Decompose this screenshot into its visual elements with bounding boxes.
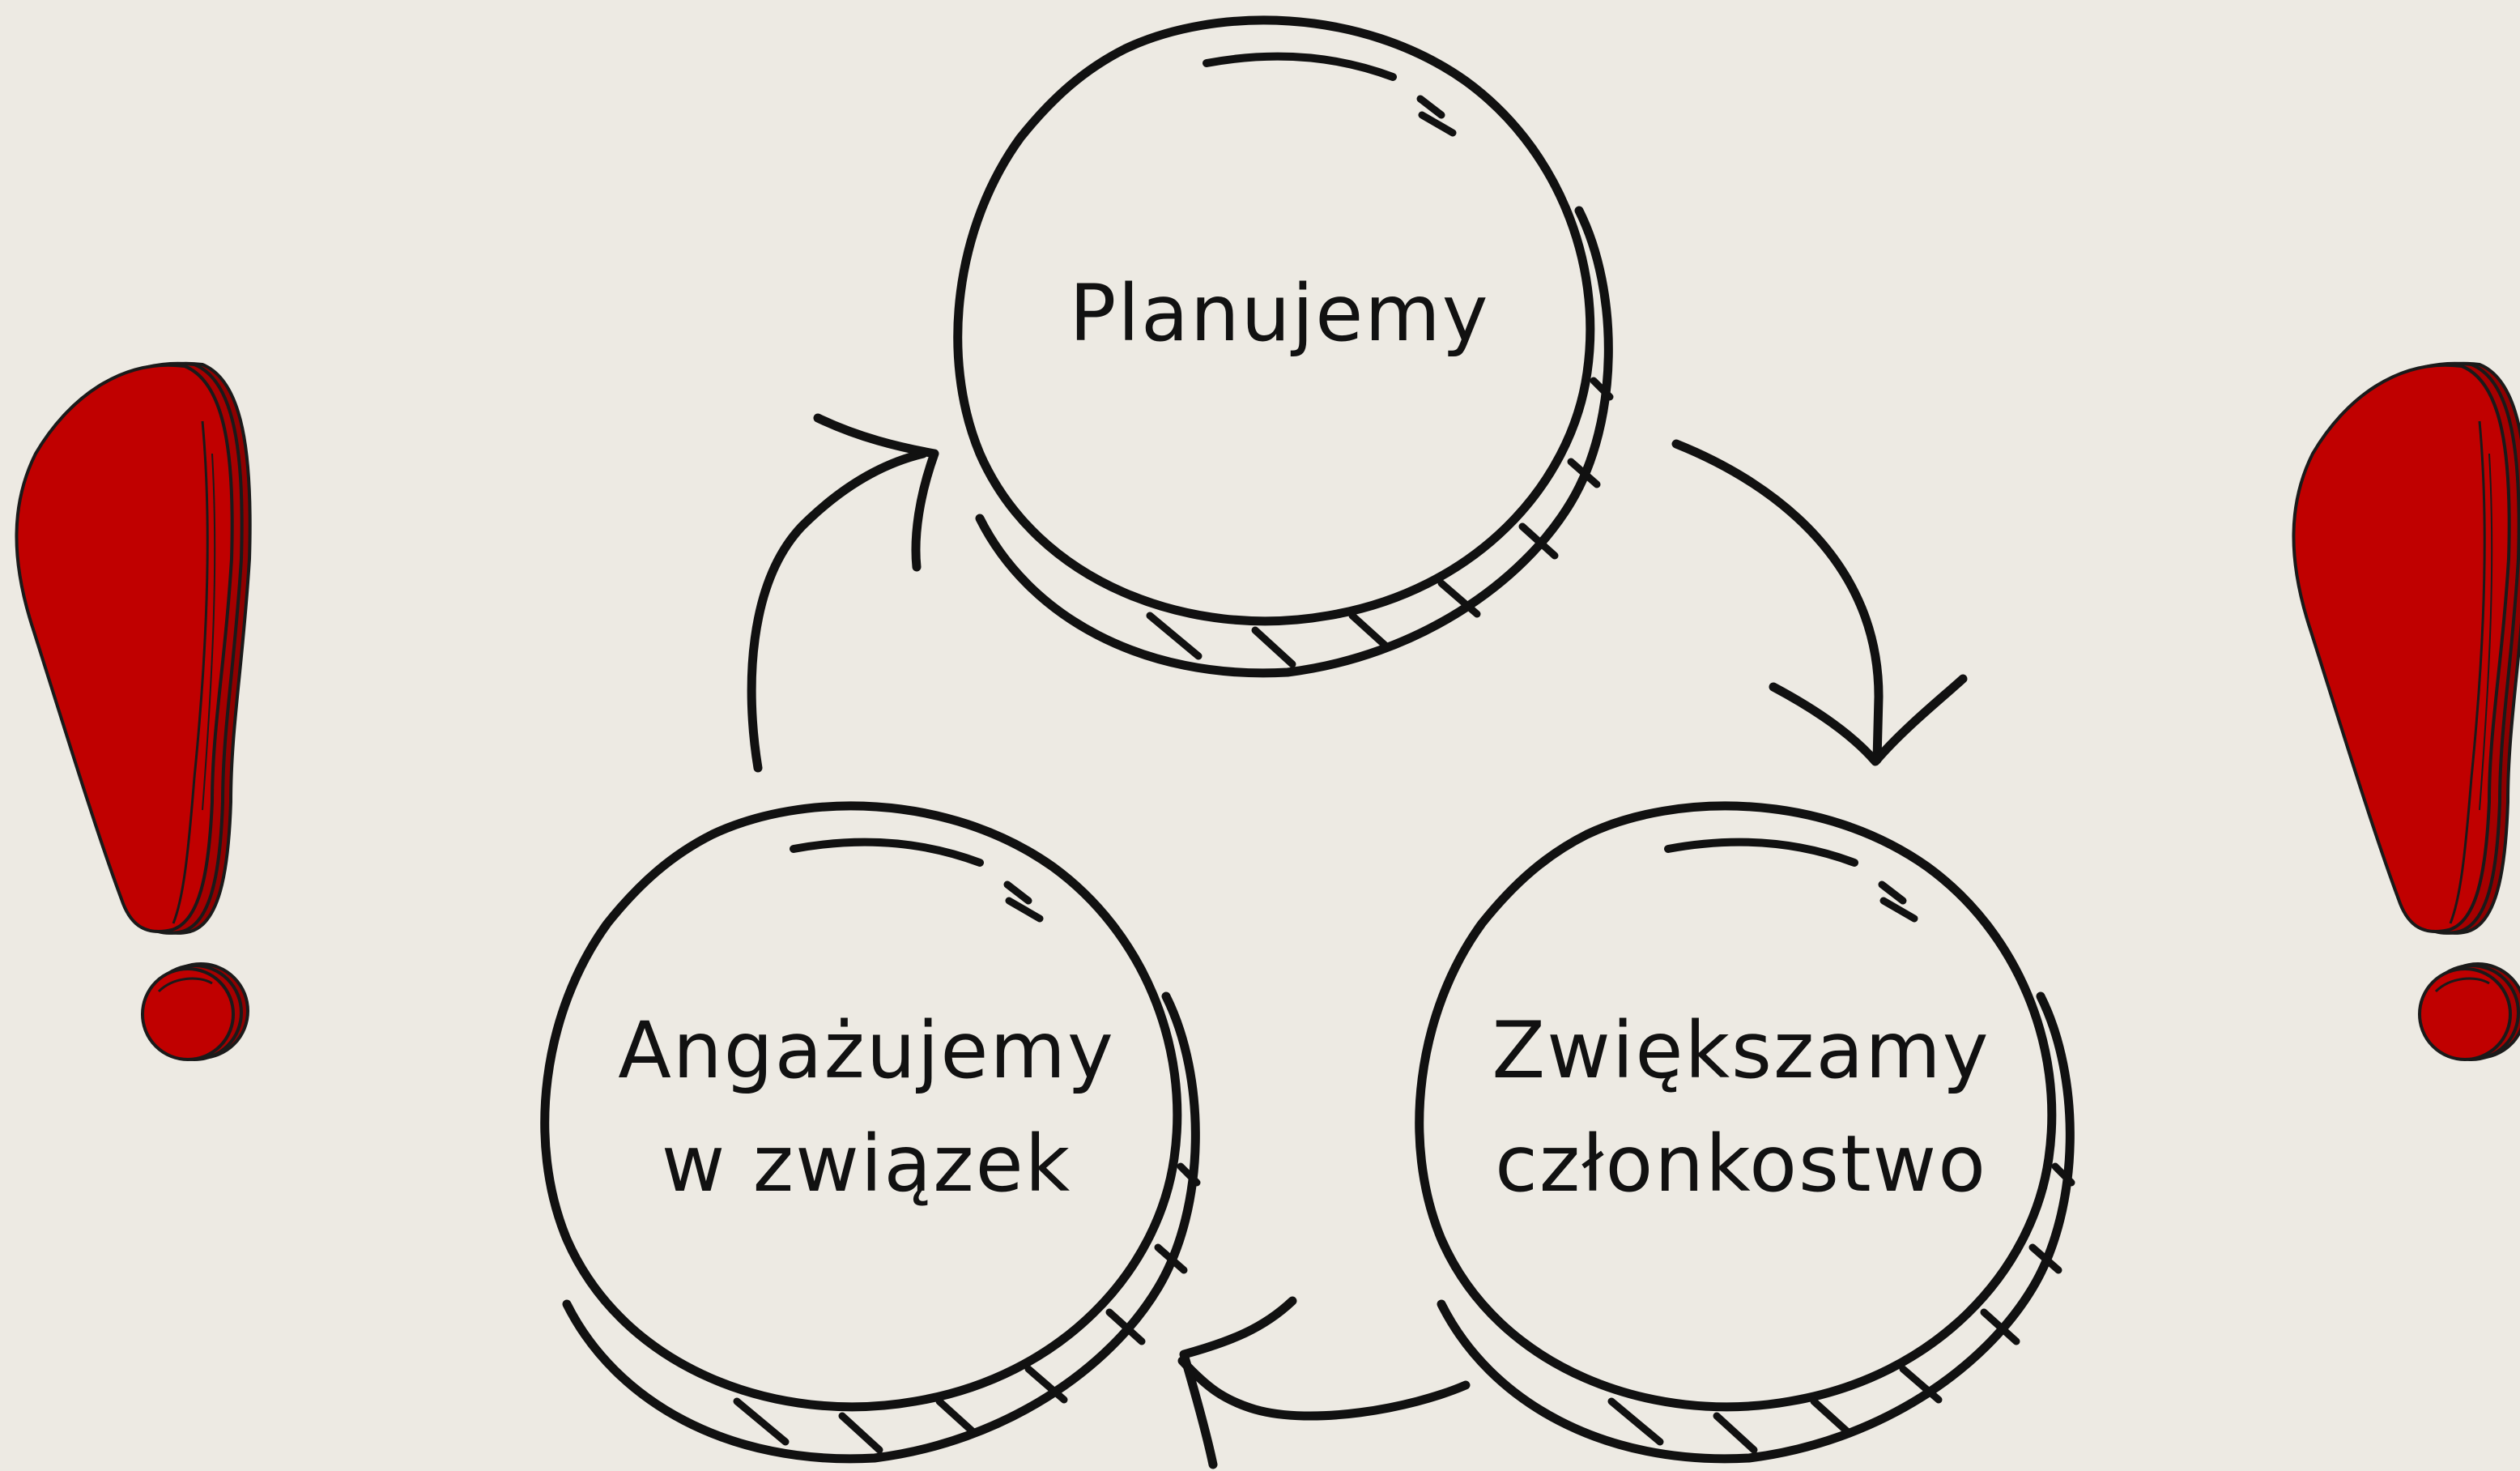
node-angazujemy-label-line-2: w związek <box>662 1119 1071 1209</box>
node-zwiekszamy-label-line-1: Zwiększamy <box>1492 1005 1990 1096</box>
arrow-planujemy-to-zwiekszamy <box>1671 439 1968 766</box>
node-zwiekszamy-label-line-2: członkostwo <box>1495 1119 1987 1209</box>
node-zwiekszamy-circle <box>1415 801 2075 1464</box>
arrowhead-icon <box>813 413 939 572</box>
node-planujemy-label-line-1: Planujemy <box>1069 268 1489 359</box>
node-planujemy: Planujemy <box>953 15 1614 678</box>
arrow-angazujemy-to-planujemy <box>747 413 939 773</box>
node-planujemy-circle <box>953 15 1614 678</box>
node-angazujemy: Angażujemy w związek <box>540 801 1201 1464</box>
node-angazujemy-circle <box>540 801 1201 1464</box>
exclamation-mark-icon-right <box>2292 361 2520 1061</box>
node-angazujemy-label-line-1: Angażujemy <box>618 1005 1115 1096</box>
node-zwiekszamy: Zwiększamy członkostwo <box>1415 801 2075 1464</box>
arrowhead-icon <box>1179 1296 1297 1469</box>
arrow-zwiekszamy-to-angazujemy <box>1177 1296 1471 1469</box>
exclamation-mark-icon-left <box>15 361 252 1061</box>
arrowhead-icon <box>1769 674 1968 766</box>
